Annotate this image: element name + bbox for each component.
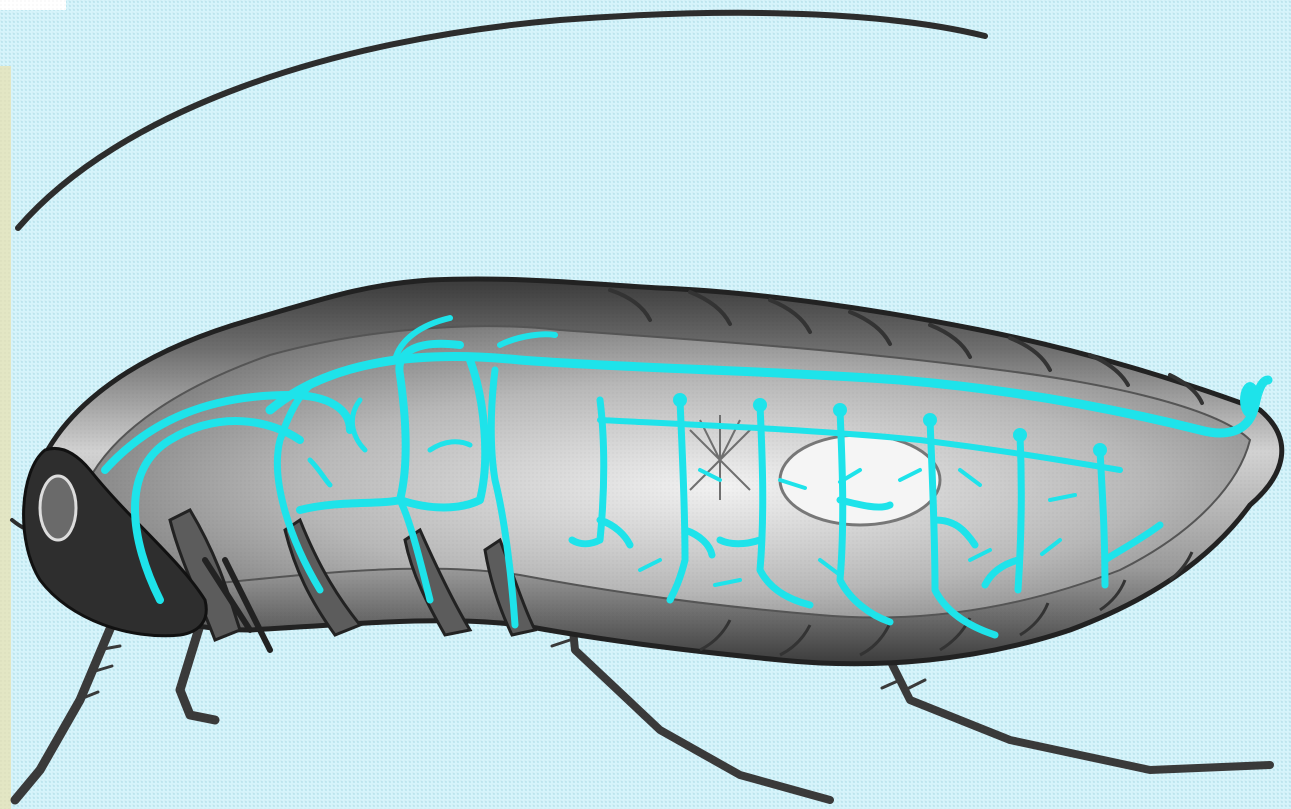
front-leg-left bbox=[15, 610, 118, 800]
internal-organ bbox=[780, 435, 940, 525]
antenna-upper bbox=[18, 13, 985, 228]
compound-eye bbox=[40, 476, 76, 540]
front-leg-right bbox=[180, 625, 215, 720]
hind-leg bbox=[890, 660, 1270, 770]
